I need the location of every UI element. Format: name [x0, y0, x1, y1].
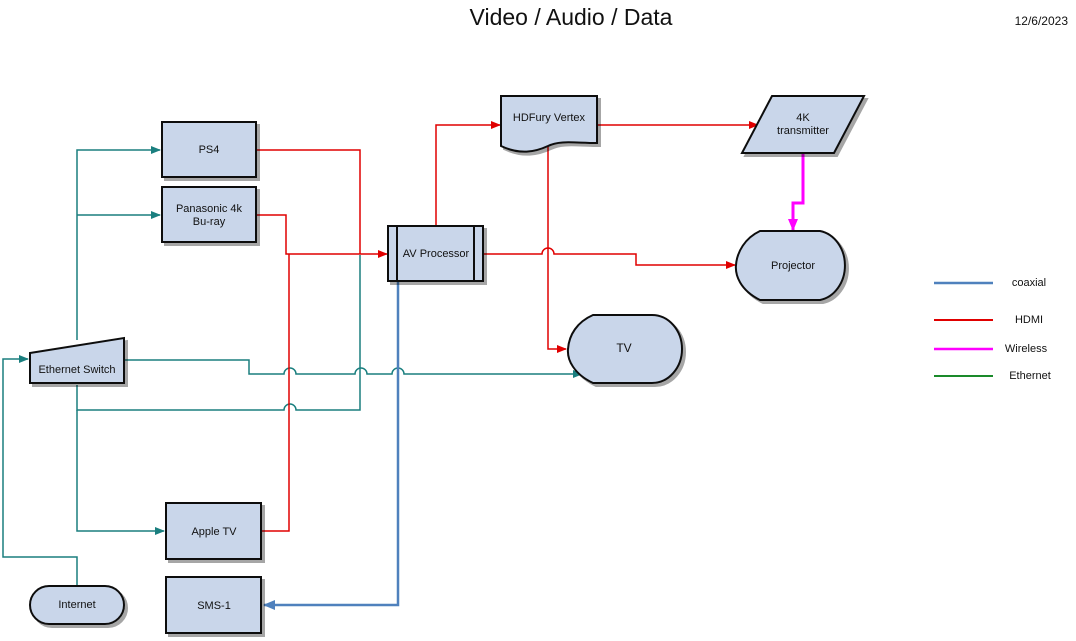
hdfury-vertex-label: HDFury Vertex [513, 112, 586, 124]
sms1-node[interactable] [165, 576, 262, 634]
transmitter-label-line1: 4K [796, 112, 810, 124]
projector-node[interactable] [734, 230, 846, 301]
av-processor-node[interactable] [387, 225, 484, 282]
ps4-node[interactable] [161, 121, 257, 178]
ethernet-switch-node[interactable] [29, 336, 125, 384]
ethernet-switch-to-av-processor [76, 255, 361, 411]
legend: coaxial HDMI Wireless Ethernet [934, 277, 1051, 382]
diagram-date: 12/6/2023 [1014, 14, 1068, 28]
internet-node[interactable] [29, 585, 125, 625]
bluray-label-line2: Bu-ray [193, 216, 226, 228]
hdmi-ps4-to-av-processor [257, 149, 361, 254]
ethernet-switch-label: Ethernet Switch [38, 364, 115, 376]
transmitter-node[interactable] [740, 95, 866, 154]
av-processor-label: AV Processor [403, 248, 470, 260]
bluray-label-line1: Panasonic 4k [176, 203, 243, 215]
legend-label-hdmi: HDMI [1015, 314, 1043, 326]
internet-label: Internet [58, 599, 95, 611]
legend-label-ethernet: Ethernet [1009, 370, 1051, 382]
ethernet-internet-to-switch [2, 355, 78, 586]
tv-node[interactable] [566, 314, 683, 384]
hdmi-bluray-to-av-processor [257, 214, 388, 258]
apple-tv-label: Apple TV [191, 526, 237, 538]
bluray-node[interactable] [161, 186, 257, 243]
ethernet-switch-to-tv [125, 359, 583, 378]
ethernet-switch-to-ps4 [76, 146, 161, 340]
page-title: Video / Audio / Data [469, 4, 673, 30]
legend-label-coaxial: coaxial [1012, 277, 1046, 289]
projector-label: Projector [771, 260, 815, 272]
wireless-transmitter-to-projector [788, 153, 805, 231]
transmitter-label-line2: transmitter [777, 125, 829, 137]
hdmi-hdfury-to-tv [547, 145, 567, 353]
hdfury-vertex-node[interactable] [500, 95, 598, 153]
tv-label: TV [616, 341, 631, 355]
hdmi-av-processor-to-hdfury [435, 121, 501, 225]
hdmi-apple-tv-to-av-processor [262, 254, 290, 532]
ps4-label: PS4 [199, 144, 220, 156]
sms1-label: SMS-1 [197, 600, 231, 612]
ethernet-switch-to-apple-tv [76, 410, 165, 535]
hdmi-av-processor-to-projector [484, 247, 736, 269]
coaxial-av-processor-to-sms1 [263, 282, 400, 610]
legend-label-wireless: Wireless [1005, 343, 1048, 355]
apple-tv-node[interactable] [165, 502, 262, 560]
